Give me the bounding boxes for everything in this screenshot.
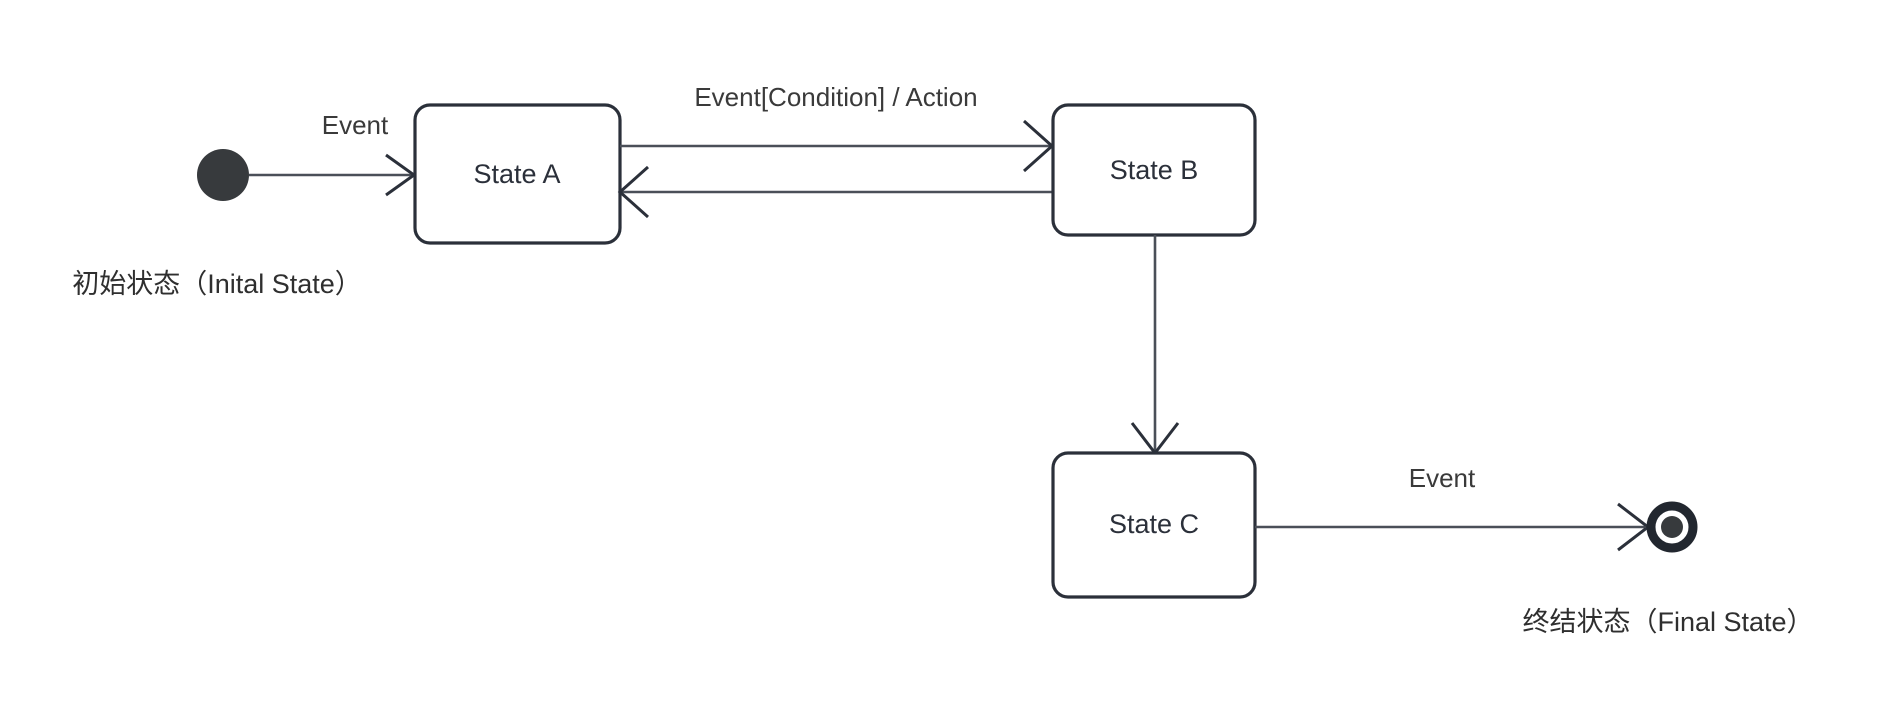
final-state-ring-icon <box>1646 501 1698 553</box>
arrow-head-icon <box>617 165 649 219</box>
initial-state-caption: 初始状态（Inital State） <box>72 269 362 299</box>
state-node-a[interactable]: State A <box>413 103 622 245</box>
state-node-b[interactable]: State B <box>1051 103 1257 237</box>
state-node-c[interactable]: State C <box>1051 451 1257 599</box>
final-state-caption: 终结状态（Final State） <box>1522 607 1813 637</box>
state-c-label: State C <box>1109 509 1199 539</box>
transition-state-c-to-final[interactable] <box>1255 502 1651 552</box>
state-a-label: State A <box>473 159 560 189</box>
state-b-label: State B <box>1110 155 1199 185</box>
state-c-box <box>1051 451 1257 599</box>
transition-label-state-a-to-state-b: Event[Condition] / Action <box>694 82 977 112</box>
transition-state-b-to-state-c[interactable] <box>1130 235 1180 456</box>
transition-label-initial-to-state-a: Event <box>322 110 389 140</box>
final-state-node[interactable] <box>1646 501 1698 553</box>
initial-state-node[interactable] <box>197 149 249 201</box>
final-state-core-icon <box>1661 516 1683 538</box>
initial-state-icon <box>197 149 249 201</box>
transition-state-b-to-state-a[interactable] <box>617 165 1053 219</box>
transition-initial-to-state-a[interactable] <box>249 153 417 197</box>
transition-state-a-to-state-b[interactable] <box>620 119 1055 173</box>
transition-label-state-c-to-final: Event <box>1409 463 1476 493</box>
state-a-box <box>413 103 622 245</box>
